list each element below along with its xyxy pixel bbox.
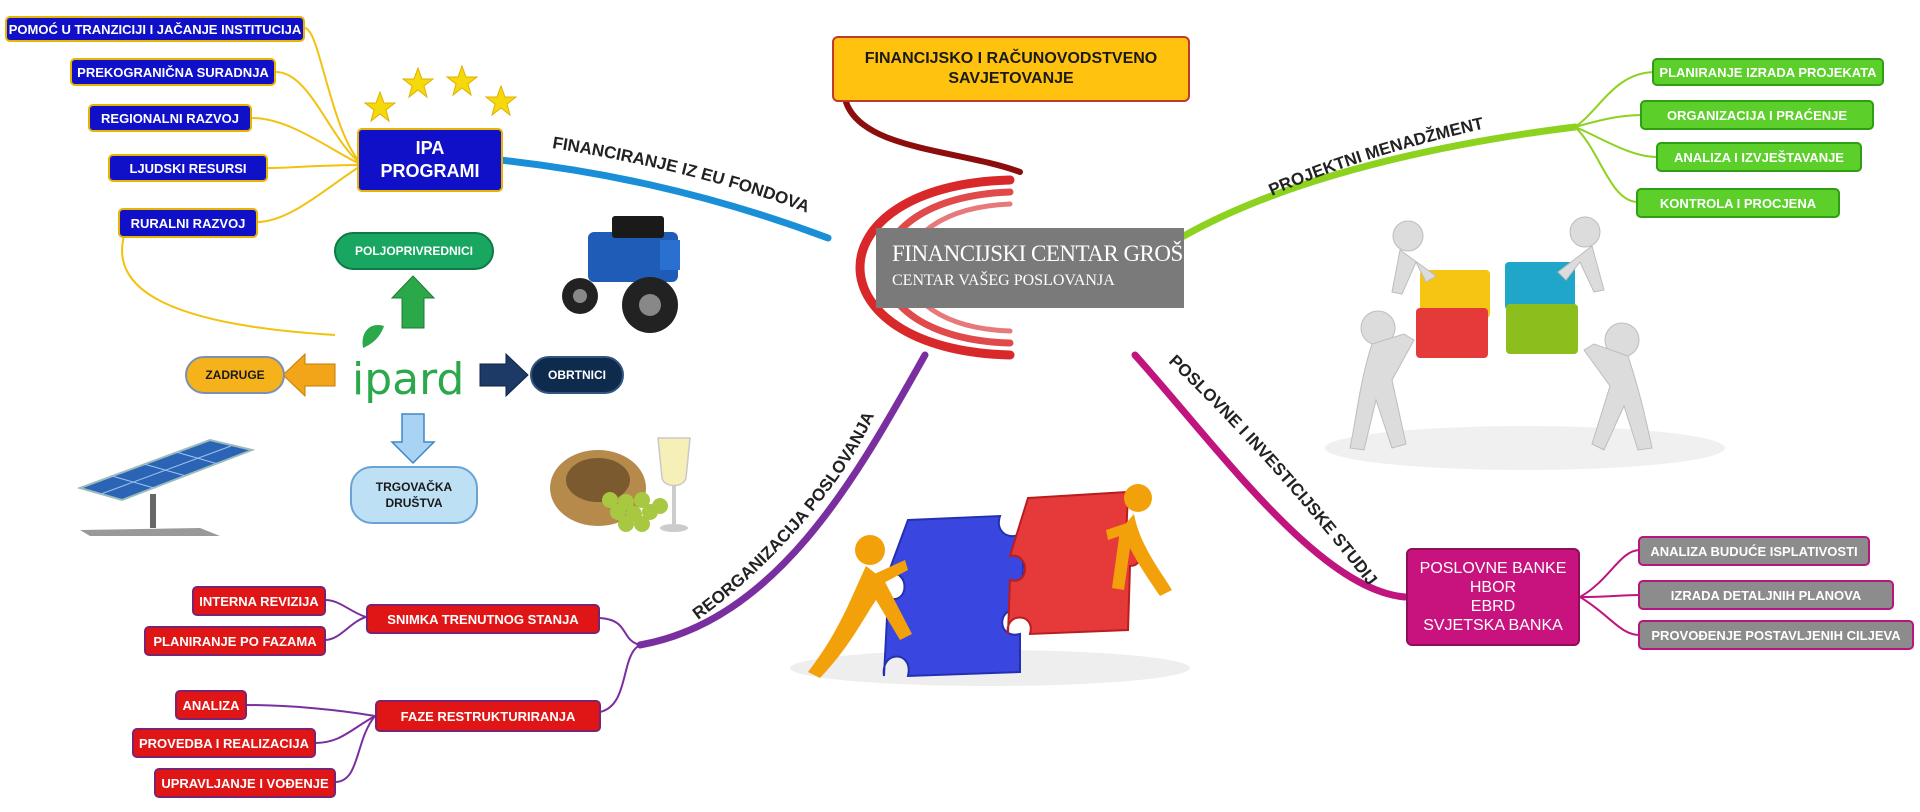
star-icon (445, 64, 479, 97)
logo-arc-1 (855, 175, 1015, 360)
ipard-farmers[interactable]: POLJOPRIVREDNICI (334, 232, 494, 270)
reorg-phases-analysis[interactable]: ANALIZA (175, 690, 247, 720)
connector-ipa-3 (251, 117, 363, 166)
star-icon (484, 84, 518, 117)
project-item-analysis[interactable]: ANALIZA I IZVJEŠTAVANJE (1656, 142, 1862, 172)
connector-ph-1 (245, 704, 376, 717)
branch-studies (1131, 351, 1409, 601)
company-logo: FINANCIJSKI CENTAR GROŠ D.O.O. CENTAR VA… (876, 228, 1226, 308)
logo-suffix: D.O.O. (1188, 250, 1226, 265)
ipa-hub[interactable]: IPA PROGRAMI (357, 128, 503, 192)
arrow-up-icon (390, 275, 436, 329)
ipa-item-regional[interactable]: REGIONALNI RAZVOJ (88, 104, 252, 132)
connector-reorg-phases (599, 644, 641, 713)
bank-item-profitability[interactable]: ANALIZA BUDUĆE ISPLATIVOSTI (1638, 536, 1870, 566)
connector-proj-4 (1574, 126, 1639, 203)
star-icon (401, 66, 435, 99)
svg-text:ipard: ipard (352, 354, 464, 405)
reorg-snapshot-audit[interactable]: INTERNA REVIZIJA (192, 586, 326, 616)
connector-bank-1 (1579, 549, 1641, 598)
reorg-snapshot[interactable]: SNIMKA TRENUTNOG STANJA (366, 604, 600, 634)
connector-reorg-snap (599, 617, 641, 646)
tractor-illustration (562, 216, 680, 333)
connector-proj-2 (1574, 114, 1643, 128)
logo-line-1: FINANCIJSKI CENTAR GROŠ (892, 241, 1183, 266)
ipard-craftsmen[interactable]: OBRTNICI (530, 356, 624, 394)
logo-line-2: CENTAR VAŠEG POSLOVANJA (892, 272, 1115, 289)
ipard-logo: ipard (352, 324, 464, 405)
banks-line-4: SVJETSKA BANKA (1423, 617, 1563, 634)
ipard-cooperatives[interactable]: ZADRUGE (185, 356, 285, 394)
arrow-down-icon (390, 413, 436, 465)
arrow-left-icon (282, 352, 336, 398)
connector-bank-3 (1579, 596, 1641, 636)
project-item-planning[interactable]: PLANIRANJE IZRADA PROJEKATA (1652, 58, 1884, 86)
ipa-item-rural[interactable]: RURALNI RAZVOJ (118, 208, 258, 238)
connector-proj-3 (1574, 126, 1658, 158)
puzzle-pushers-illustration (790, 484, 1190, 686)
bank-item-plans[interactable]: IZRADA DETALJNIH PLANOVA (1638, 580, 1894, 610)
grapes-wine-illustration (550, 437, 691, 532)
label-reorganization: REORGANIZACIJA POSLOVANJA (689, 409, 878, 623)
title-box: FINANCIJSKO I RAČUNOVODSTVENO SAVJETOVAN… (832, 36, 1190, 102)
star-icon (363, 90, 397, 123)
solar-panel-illustration (76, 438, 256, 536)
project-item-control[interactable]: KONTROLA I PROCJENA (1636, 188, 1840, 218)
branch-title (843, 99, 1023, 175)
connector-ph-2 (314, 715, 376, 744)
ipard-companies[interactable]: TRGOVAČKA DRUŠTVA (350, 466, 478, 524)
connector-ph-3 (334, 715, 376, 783)
title-line-1: FINANCIJSKO I RAČUNOVODSTVENO (864, 50, 1158, 67)
connector-ipa-5 (257, 164, 363, 223)
arrow-right-icon (479, 352, 529, 398)
connector-ipa-4 (267, 164, 363, 169)
connector-ipa-2 (275, 71, 363, 166)
reorg-phases[interactable]: FAZE RESTRUKTURIRANJA (375, 700, 601, 732)
connector-ipa-1 (304, 27, 363, 166)
reorg-phases-management[interactable]: UPRAVLJANJE I VOĐENJE (154, 768, 336, 798)
ipa-hub-line-2: PROGRAMI (380, 161, 480, 181)
reorg-phases-implementation[interactable]: PROVEDBA I REALIZACIJA (132, 728, 316, 758)
branch-reorg (636, 351, 929, 649)
project-item-organization[interactable]: ORGANIZACIJA I PRAĆENJE (1640, 100, 1874, 130)
reorg-snapshot-planning[interactable]: PLANIRANJE PO FAZAMA (144, 626, 326, 656)
ipa-item-transition[interactable]: POMOĆ U TRANZICIJI I JAČANJE INSTITUCIJA (5, 16, 305, 42)
connector-bank-2 (1579, 594, 1641, 598)
connector-snap-1 (324, 599, 367, 618)
banks-line-1: POSLOVNE BANKE (1419, 560, 1567, 577)
ipa-item-human-resources[interactable]: LJUDSKI RESURSI (108, 154, 268, 182)
title-line-2: SAVJETOVANJE (948, 70, 1074, 87)
banks-box[interactable]: POSLOVNE BANKE HBOR EBRD SVJETSKA BANKA (1406, 548, 1580, 646)
connector-proj-1 (1574, 71, 1656, 128)
connector-snap-2 (324, 616, 367, 641)
bank-item-goals[interactable]: PROVOĐENJE POSTAVLJENIH CILJEVA (1638, 620, 1914, 650)
banks-line-3: EBRD (1470, 598, 1516, 615)
banks-line-2: HBOR (1469, 579, 1517, 596)
ipa-hub-line-1: IPA (415, 138, 445, 158)
ipard-companies-line-1: TRGOVAČKA (375, 480, 453, 494)
ipard-companies-line-2: DRUŠTVA (385, 496, 443, 510)
ipa-item-crossborder[interactable]: PREKOGRANIČNA SURADNJA (70, 58, 276, 86)
label-project-mgmt: PROJEKTNI MENADŽMENT (1266, 114, 1486, 200)
puzzle-team-illustration (1325, 216, 1725, 470)
branch-eu-funds (496, 156, 832, 242)
branch-project (1178, 123, 1579, 241)
connector-ipa-ipard (121, 235, 336, 336)
